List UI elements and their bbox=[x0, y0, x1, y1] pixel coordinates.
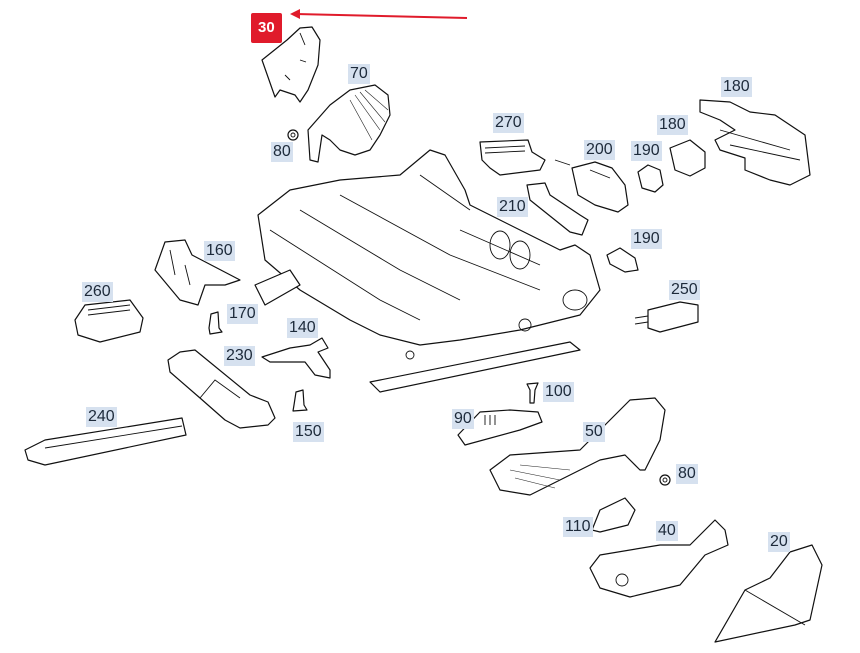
callout-200[interactable]: 200 bbox=[584, 140, 615, 160]
callout-160[interactable]: 160 bbox=[204, 241, 235, 261]
callout-170[interactable]: 170 bbox=[227, 304, 258, 324]
part-270[interactable] bbox=[479, 139, 546, 176]
callout-80-lower[interactable]: 80 bbox=[676, 464, 698, 484]
callout-30[interactable]: 30 bbox=[251, 13, 282, 43]
part-200-module[interactable] bbox=[554, 159, 629, 213]
part-20-cover[interactable] bbox=[714, 544, 823, 643]
callout-210[interactable]: 210 bbox=[497, 197, 528, 217]
part-250-motor[interactable] bbox=[634, 301, 699, 333]
part-230-tube-cover[interactable] bbox=[167, 349, 276, 429]
callout-260[interactable]: 260 bbox=[82, 282, 113, 302]
callout-190-lower[interactable]: 190 bbox=[631, 229, 662, 249]
callout-190-upper[interactable]: 190 bbox=[631, 141, 662, 161]
callout-180-harness[interactable]: 180 bbox=[721, 77, 752, 97]
part-170-bolt[interactable] bbox=[208, 311, 223, 335]
callout-40[interactable]: 40 bbox=[656, 521, 678, 541]
part-180-bracket-a[interactable] bbox=[669, 139, 706, 177]
highlight-arrow bbox=[290, 9, 468, 19]
part-70-trim-panel[interactable] bbox=[307, 84, 391, 163]
part-190-connector-a[interactable] bbox=[637, 164, 664, 193]
callout-50[interactable]: 50 bbox=[583, 422, 605, 442]
part-190-connector-b[interactable] bbox=[606, 247, 639, 273]
callout-270[interactable]: 270 bbox=[493, 113, 524, 133]
callout-70[interactable]: 70 bbox=[348, 64, 370, 84]
callout-180-bracket[interactable]: 180 bbox=[657, 115, 688, 135]
part-100-bolt[interactable] bbox=[526, 382, 539, 404]
part-110-cover[interactable] bbox=[591, 497, 636, 533]
part-240-trim[interactable] bbox=[24, 417, 187, 466]
callout-110[interactable]: 110 bbox=[563, 517, 593, 537]
callout-80-upper[interactable]: 80 bbox=[271, 142, 293, 162]
part-40-trim-panel[interactable] bbox=[589, 519, 729, 598]
part-150-bolt[interactable] bbox=[292, 389, 308, 412]
callout-150[interactable]: 150 bbox=[293, 422, 324, 442]
part-30-side-cover[interactable] bbox=[261, 26, 321, 103]
part-180-harness-b[interactable] bbox=[699, 99, 811, 186]
callout-250[interactable]: 250 bbox=[669, 280, 700, 300]
part-210-cover[interactable] bbox=[526, 182, 589, 236]
callout-90[interactable]: 90 bbox=[452, 409, 474, 429]
callout-240[interactable]: 240 bbox=[86, 407, 117, 427]
callout-230[interactable]: 230 bbox=[224, 346, 255, 366]
callout-100[interactable]: 100 bbox=[543, 382, 574, 402]
part-260-cover[interactable] bbox=[74, 299, 144, 343]
callout-140[interactable]: 140 bbox=[287, 318, 318, 338]
part-90-cover[interactable] bbox=[457, 409, 543, 446]
callout-20[interactable]: 20 bbox=[768, 532, 790, 552]
part-80-nut[interactable] bbox=[287, 129, 299, 141]
part-160-bracket[interactable] bbox=[154, 239, 241, 306]
part-80-nut-b[interactable] bbox=[659, 474, 671, 486]
part-seat-frame bbox=[254, 149, 601, 393]
part-140-bracket[interactable] bbox=[261, 337, 331, 379]
